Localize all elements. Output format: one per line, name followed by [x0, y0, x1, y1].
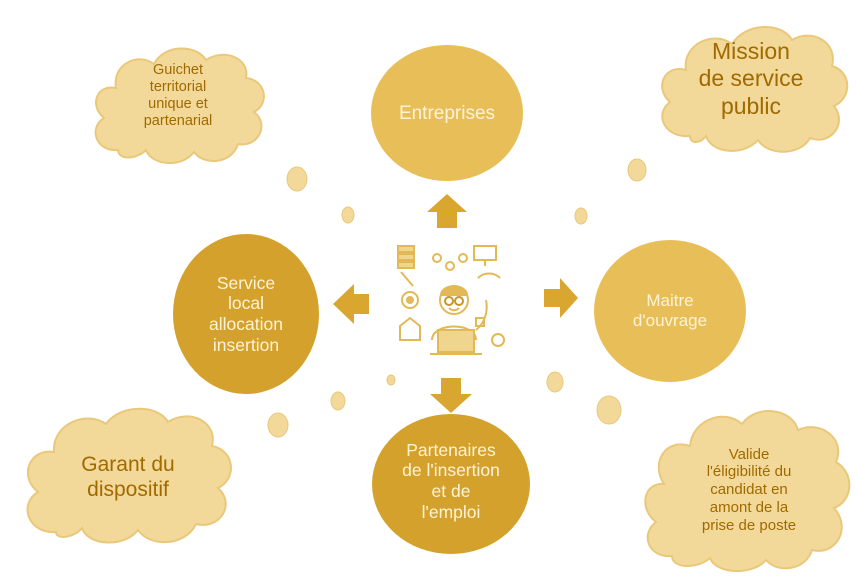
bubble-dot	[330, 391, 346, 411]
arrow-right-icon	[544, 278, 578, 318]
node-left-label: Service local allocation insertion	[176, 256, 316, 372]
cloud-top-right-line: de service	[698, 65, 804, 92]
node-right-line: Maitre	[646, 290, 694, 310]
bubble-dot	[341, 206, 355, 224]
cloud-top-left-label: Guichet territorial unique et partenaria…	[118, 48, 238, 144]
cloud-top-left-line: unique et	[148, 96, 208, 112]
node-left-line: insertion	[212, 334, 280, 355]
bubble-dot	[546, 371, 564, 393]
bubble-dot	[267, 412, 289, 438]
bubble-dot	[596, 395, 622, 425]
node-bottom-label: Partenaires de l'insertion et de l'emplo…	[376, 417, 526, 545]
node-top-line: Entreprises	[398, 102, 496, 124]
cloud-top-right-line: Mission	[712, 38, 790, 65]
node-bottom-line: de l'insertion	[402, 460, 500, 481]
cloud-bottom-right-line: amont de la	[709, 498, 789, 516]
cloud-bottom-left-line: dispositif	[87, 478, 169, 501]
node-right-label: Maitre d'ouvrage	[600, 278, 740, 344]
node-left-circle	[173, 234, 319, 394]
node-bottom-line: l'emploi	[421, 501, 481, 522]
node-left-line: local	[228, 293, 264, 314]
bubble-dot	[627, 158, 647, 182]
bubble-dot	[286, 166, 308, 192]
node-bottom-line: et de	[431, 481, 471, 501]
node-bottom-circle	[372, 414, 530, 554]
cloud-top-right-label: Mission de service public	[676, 30, 826, 128]
cloud-bottom-left-label: Garant du dispositif	[48, 446, 208, 510]
person-at-laptop-with-tech-icons	[383, 240, 510, 363]
node-top-label: Entreprises	[374, 94, 520, 134]
arrow-left-icon	[333, 284, 369, 324]
cloud-top-left-shape	[94, 47, 265, 165]
node-top-circle	[371, 45, 523, 181]
node-bottom-line: Partenaires	[406, 439, 496, 460]
cloud-top-right-line: public	[720, 92, 782, 119]
node-right-line: d'ouvrage	[632, 311, 708, 330]
cloud-bottom-right-shape	[644, 410, 851, 573]
node-right-circle	[594, 240, 746, 382]
bubble-dot	[386, 374, 396, 386]
bubble-dot	[574, 207, 588, 225]
cloud-bottom-left-line: Garant du	[81, 453, 175, 477]
arrow-down-icon	[430, 378, 472, 413]
node-left-line: Service	[216, 272, 276, 293]
cloud-bottom-right-label: Valide l'éligibilité du candidat en amon…	[664, 424, 834, 556]
arrow-up-icon	[427, 194, 467, 228]
cloud-bottom-right-line: l'éligibilité du	[706, 463, 792, 481]
node-left-line: allocation	[209, 314, 283, 334]
cloud-top-left-line: territorial	[149, 78, 207, 95]
cloud-bottom-left-shape	[26, 407, 232, 544]
cloud-bottom-right-line: Valide	[728, 445, 770, 463]
cloud-top-left-line: Guichet	[153, 61, 203, 78]
cloud-top-left-line: partenarial	[143, 113, 213, 130]
cloud-top-right-shape	[661, 26, 849, 153]
cloud-bottom-right-line: candidat en	[710, 481, 788, 499]
cloud-bottom-right-line: prise de poste	[701, 516, 797, 534]
